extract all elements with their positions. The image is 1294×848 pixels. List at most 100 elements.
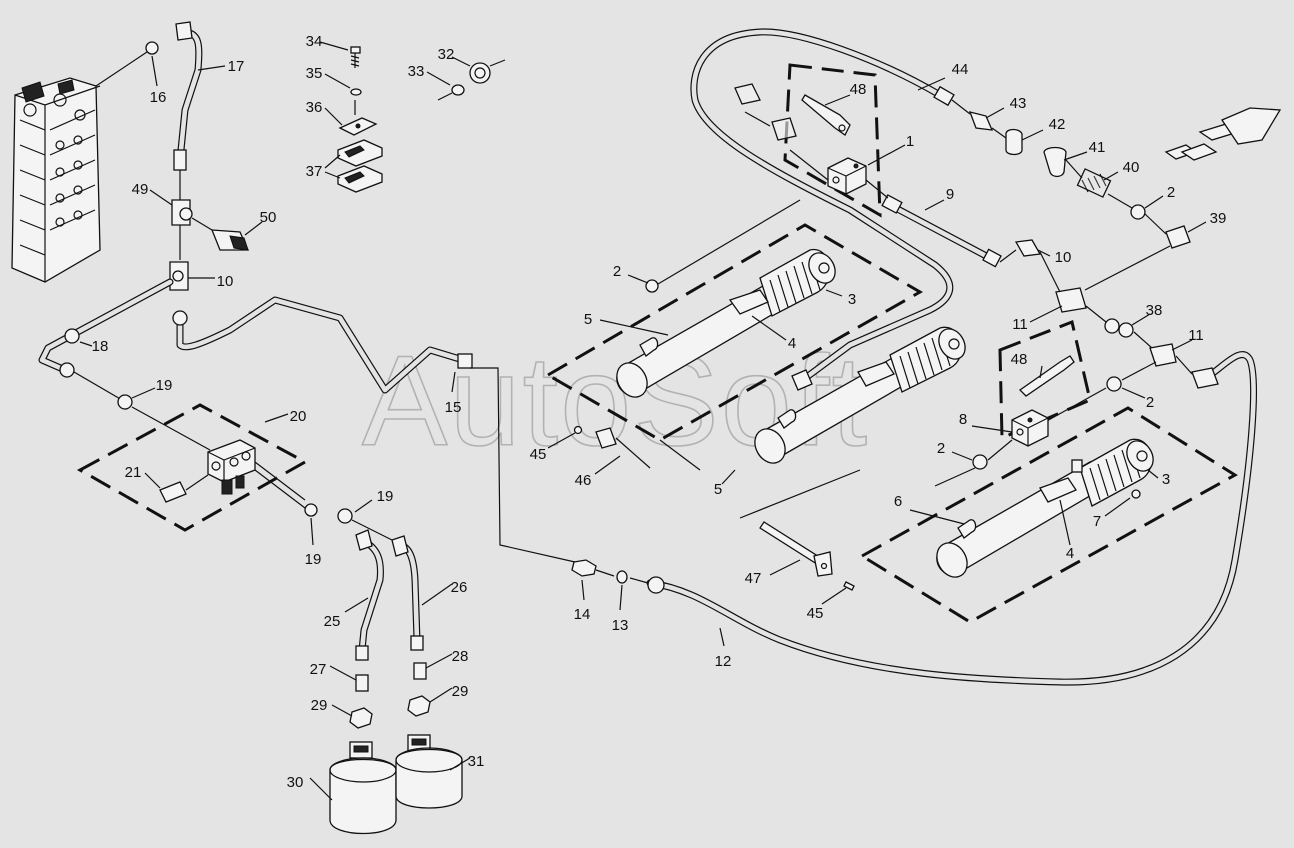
direction-arrow [1164, 107, 1282, 161]
callout-c13: 13 [612, 617, 629, 634]
callout-c48a: 48 [850, 81, 867, 98]
callout-c2d: 2 [937, 440, 945, 457]
callout-c14: 14 [574, 606, 591, 623]
callout-c41: 41 [1089, 139, 1106, 156]
clamp-4-center [857, 361, 895, 387]
tee-11a [1055, 287, 1087, 313]
sensor-50 [211, 229, 250, 251]
callout-c1: 1 [906, 133, 914, 150]
callout-c25: 25 [324, 613, 341, 630]
callout-c3a: 3 [848, 291, 856, 308]
fitting-18a [64, 328, 80, 344]
tee-10-left [169, 261, 189, 291]
callout-c36: 36 [306, 99, 323, 116]
fitting-46 [595, 427, 617, 449]
spring-3a [759, 249, 836, 317]
callout-c31: 31 [468, 753, 485, 770]
pin-47 [759, 521, 833, 577]
pin-45b [843, 581, 855, 591]
spring-3-center [889, 326, 966, 393]
spring-3b [1079, 438, 1154, 507]
callout-c45a: 45 [530, 446, 547, 463]
callout-c9: 9 [946, 186, 954, 203]
callout-c5a: 5 [584, 311, 592, 328]
tee-49 [171, 199, 193, 226]
callout-c32: 32 [438, 46, 455, 63]
fitting-2c [1106, 376, 1122, 392]
callout-c21: 21 [125, 464, 142, 481]
callout-c49: 49 [132, 181, 149, 198]
adapter-21 [159, 481, 187, 503]
callout-c12: 12 [715, 653, 732, 670]
accumulator-31 [395, 734, 463, 809]
callout-c11b: 11 [1188, 327, 1204, 344]
plug-33 [451, 84, 465, 96]
callout-c5b: 5 [714, 481, 722, 498]
callout-c38: 38 [1146, 302, 1163, 319]
callout-c2a: 2 [613, 263, 621, 280]
callout-c29a: 29 [311, 697, 328, 714]
plug-top-6 [1071, 459, 1083, 473]
valve-1 [827, 157, 867, 195]
fitting-bundle-top [734, 83, 797, 141]
dashed-frame-8 [998, 319, 1092, 441]
fitting-27 [355, 674, 369, 692]
grease-nipple-7 [1131, 489, 1141, 499]
tee-11b [1149, 343, 1177, 367]
callout-c6: 6 [894, 493, 902, 510]
callout-c28: 28 [452, 648, 469, 665]
callout-c19a: 19 [156, 377, 173, 394]
spring-40 [1076, 168, 1112, 198]
callout-c10a: 10 [217, 273, 234, 290]
fitting-10-right [1014, 239, 1042, 257]
hose-end-17 [173, 149, 187, 171]
callout-c39: 39 [1210, 210, 1227, 227]
hose-end-25 [355, 645, 369, 661]
callout-c50: 50 [260, 209, 277, 226]
dashed-frame-5 [545, 223, 924, 442]
lever-48b [1018, 355, 1075, 397]
fitting-28 [413, 662, 427, 680]
fitting-2a [645, 279, 659, 293]
accumulator-30 [329, 741, 397, 835]
dashed-frame-6 [859, 406, 1238, 624]
callout-c16: 16 [150, 89, 167, 106]
callout-c29b: 29 [452, 683, 469, 700]
fitting-38a [1104, 318, 1120, 334]
callout-labels: 3435363732331617495010181920211919252627… [92, 33, 1227, 791]
clip-42 [1005, 128, 1023, 156]
fitting-2b [1130, 204, 1146, 220]
callout-c4b: 4 [1066, 545, 1074, 562]
fitting-45a [573, 425, 583, 435]
fitting-18b [59, 362, 75, 378]
callout-c47: 47 [745, 570, 762, 587]
clip-41 [1043, 146, 1067, 178]
clamp-4b [1039, 477, 1077, 503]
valve-block-20 [207, 439, 256, 495]
callout-c34: 34 [306, 33, 323, 50]
washer-13 [616, 570, 628, 584]
fitting-19a [117, 394, 133, 410]
clamp-37 [337, 139, 383, 193]
callout-c2c: 2 [1146, 394, 1154, 411]
fitting-38b [1118, 322, 1134, 338]
callout-c8: 8 [959, 411, 967, 428]
callout-c17: 17 [228, 58, 245, 75]
elbow-39 [1165, 225, 1191, 249]
bolt-34 [350, 46, 361, 68]
callout-c30: 30 [287, 774, 304, 791]
fitting-15 [457, 353, 473, 369]
lever-48a [801, 94, 851, 136]
callout-c19c: 19 [305, 551, 322, 568]
clamp-4a [728, 289, 769, 315]
callout-c11a: 11 [1012, 316, 1028, 333]
nut-32 [469, 62, 491, 84]
nut-29b [407, 695, 431, 717]
hose-end-26 [410, 635, 424, 651]
callout-c44: 44 [952, 61, 969, 78]
callout-c20: 20 [290, 408, 307, 425]
hose-end-12 [647, 576, 665, 594]
callout-c19b: 19 [377, 488, 394, 505]
